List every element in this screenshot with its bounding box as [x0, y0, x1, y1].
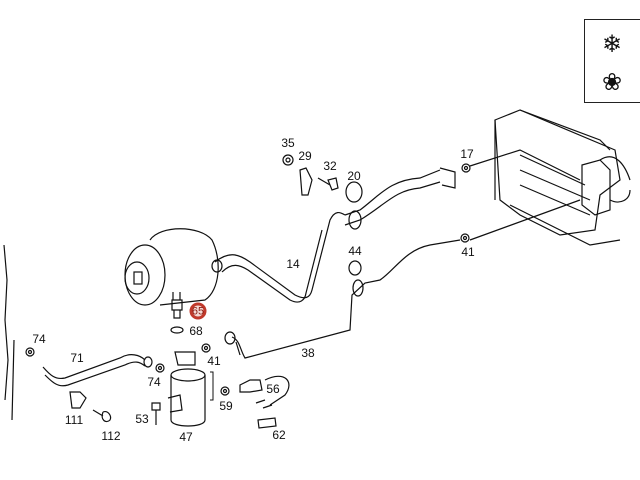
compressor: [124, 228, 219, 306]
part-label-47[interactable]: 47: [179, 430, 193, 444]
evaporator-housing: [494, 109, 631, 246]
part-label-44[interactable]: 44: [348, 244, 362, 258]
legend-box: ❄ ❀: [584, 19, 640, 103]
part-label-14[interactable]: 14: [286, 257, 300, 271]
grommet-20: [345, 181, 363, 203]
part-label-29[interactable]: 29: [298, 149, 312, 163]
part-label-35[interactable]: 35: [281, 136, 295, 150]
part-label-59[interactable]: 59: [219, 399, 233, 413]
washers: [25, 154, 471, 396]
line-38: [224, 239, 461, 359]
fan-icon: ❀: [601, 69, 623, 96]
part-label-111[interactable]: 111: [64, 413, 84, 427]
frame-edge-2: [11, 339, 15, 421]
part-label-41[interactable]: 41: [461, 245, 475, 259]
bolt-32: [317, 177, 339, 191]
part-label-41[interactable]: 41: [207, 354, 221, 368]
part-label-38[interactable]: 38: [301, 346, 315, 360]
part-label-53[interactable]: 53: [135, 412, 149, 426]
screw-53: [151, 402, 161, 425]
leader-line-41: [469, 199, 581, 241]
snowflake-icon: ❄: [601, 31, 623, 58]
part-label-20[interactable]: 20: [347, 169, 361, 183]
bracket-111: [69, 391, 87, 409]
receiver-drier-47: [167, 351, 214, 427]
bolt-112: [92, 409, 112, 423]
clamp-29: [299, 167, 313, 196]
frame-edge: [3, 244, 9, 401]
part-label-56[interactable]: 56: [266, 382, 280, 396]
part-label-68[interactable]: 68: [189, 324, 203, 338]
connector-62: [257, 417, 277, 429]
part-label-65-highlighted[interactable]: 65: [189, 302, 207, 320]
part-label-74[interactable]: 74: [147, 375, 161, 389]
hose-71: [42, 354, 153, 387]
part-label-112[interactable]: 112: [101, 429, 121, 443]
part-label-17[interactable]: 17: [460, 147, 474, 161]
grommet-44: [348, 260, 362, 276]
switch-56: [239, 375, 290, 409]
part-label-74[interactable]: 74: [32, 332, 46, 346]
part-label-71[interactable]: 71: [70, 351, 84, 365]
hose-14: [211, 167, 456, 303]
leader-line-17: [469, 149, 581, 181]
part-label-32[interactable]: 32: [323, 159, 337, 173]
part-label-62[interactable]: 62: [272, 428, 286, 442]
pressure-switch-65: [171, 292, 183, 319]
